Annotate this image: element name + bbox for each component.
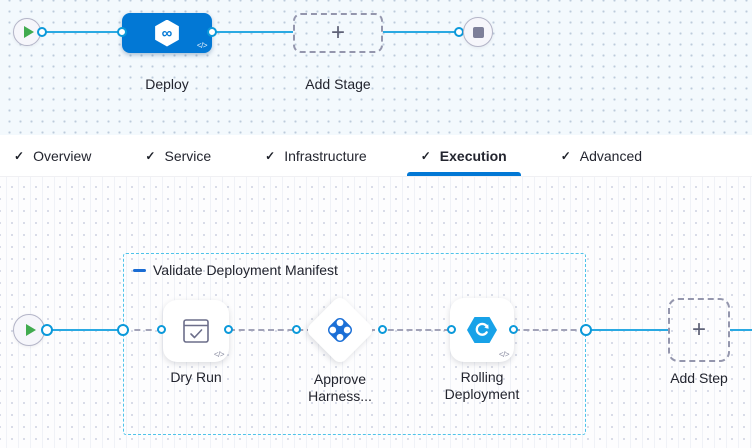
add-step-button[interactable]: +: [668, 298, 730, 362]
step-group-label: Validate Deployment Manifest: [153, 262, 338, 278]
connector-line: [42, 31, 122, 33]
connector-port: [509, 325, 518, 334]
execution-canvas: Validate Deployment Manifest </>: [0, 177, 752, 448]
code-view-icon[interactable]: </>: [213, 350, 225, 359]
connector-port: [41, 324, 53, 336]
tab-label: Execution: [439, 147, 507, 164]
connector-dashed-line: [229, 329, 313, 331]
tab-label: Overview: [33, 147, 92, 164]
harness-approval-icon: [311, 301, 369, 359]
plus-icon: +: [330, 19, 345, 46]
connector-port: [117, 324, 129, 336]
connector-port: [207, 27, 217, 37]
connector-port: [447, 325, 456, 334]
add-stage-button[interactable]: +: [293, 13, 383, 53]
tab-infrastructure[interactable]: ✓ Infrastructure: [251, 135, 381, 176]
tab-overview[interactable]: ✓ Overview: [0, 135, 105, 176]
rolling-deployment-icon: [467, 317, 497, 343]
pipeline-start-node: [13, 18, 41, 46]
tab-advanced[interactable]: ✓ Advanced: [547, 135, 656, 176]
connector-line: [383, 31, 459, 33]
step-node-approve[interactable]: [304, 294, 376, 366]
connector-dashed-line: [514, 329, 586, 331]
stage-canvas: ∞ </> + Deploy Add Stage: [0, 0, 752, 135]
step-node-rolling-deployment[interactable]: </>: [450, 298, 514, 362]
tab-service[interactable]: ✓ Service: [131, 135, 225, 176]
step-group-header: Validate Deployment Manifest: [133, 262, 338, 278]
check-icon: ✓: [265, 148, 276, 163]
stage-label: Deploy: [145, 76, 189, 92]
stage-config-tabs: ✓ Overview ✓ Service ✓ Infrastructure ✓ …: [0, 135, 752, 177]
stage-node-deploy[interactable]: ∞ </>: [122, 13, 212, 53]
connector-dashed-line: [369, 329, 450, 331]
stop-icon: [472, 26, 484, 38]
connector-line: [47, 329, 123, 331]
code-view-icon[interactable]: </>: [196, 41, 208, 50]
step-label-rolling: Rolling Deployment: [444, 369, 520, 402]
harness-cd-icon: ∞: [155, 19, 179, 47]
connector-port: [37, 27, 47, 37]
step-label-approve: Approve Harness...: [308, 371, 372, 404]
connector-port: [117, 27, 127, 37]
pipeline-end-node: [463, 17, 493, 47]
tab-execution[interactable]: ✓ Execution: [406, 135, 521, 176]
step-group-box: [123, 253, 586, 435]
plus-icon: +: [691, 316, 706, 343]
tab-label: Infrastructure: [284, 147, 367, 164]
check-icon: ✓: [145, 148, 156, 163]
connector-port: [378, 325, 387, 334]
connector-port: [580, 324, 592, 336]
play-icon: [25, 324, 36, 336]
connector-line: [730, 329, 752, 331]
step-node-dry-run[interactable]: </>: [163, 300, 229, 362]
connector-dashed-line: [123, 329, 163, 331]
check-icon: ✓: [560, 148, 571, 163]
connector-port: [157, 325, 166, 334]
connector-line: [586, 329, 668, 331]
connector-port: [292, 325, 301, 334]
collapse-group-icon[interactable]: [133, 268, 146, 272]
play-icon: [23, 26, 34, 38]
code-view-icon[interactable]: </>: [498, 350, 510, 359]
check-icon: ✓: [420, 148, 431, 163]
connector-port: [224, 325, 233, 334]
dry-run-icon: [183, 319, 209, 343]
tab-label: Service: [164, 147, 212, 164]
check-icon: ✓: [14, 148, 25, 163]
add-stage-label: Add Stage: [305, 76, 371, 92]
step-label-dry-run: Dry Run: [170, 369, 222, 385]
tab-label: Advanced: [579, 147, 643, 164]
connector-line: [212, 31, 293, 33]
add-step-label: Add Step: [670, 370, 728, 386]
